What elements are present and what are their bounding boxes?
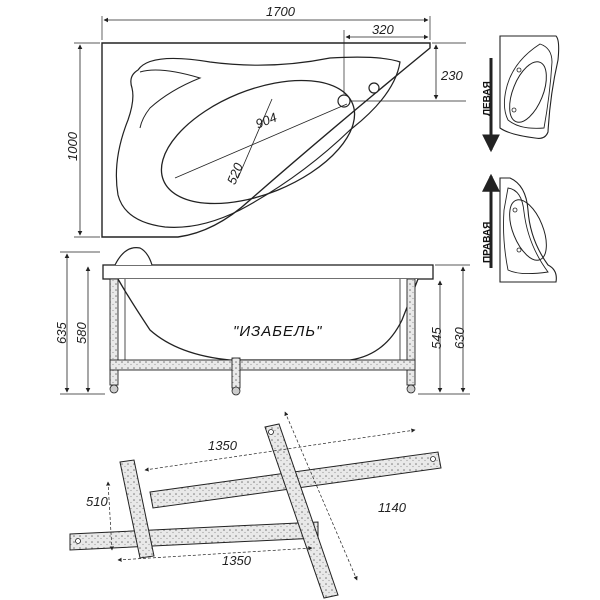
bar-bottom-dim-line xyxy=(117,546,313,562)
height-left-outer-label: 635 xyxy=(54,322,69,344)
bolt-1 xyxy=(430,456,436,462)
side-tub-body xyxy=(117,278,419,361)
right-variant-thumbnail xyxy=(499,177,557,283)
depth-label: 1000 xyxy=(65,131,80,161)
bolt-2 xyxy=(75,538,81,544)
long-bar-label: 1140 xyxy=(378,500,407,515)
variants-panel: ЛЕВАЯ ПРАВАЯ xyxy=(482,35,560,283)
inner-length-label: 904 xyxy=(253,109,279,131)
overflow-circle xyxy=(368,82,380,94)
frame-view: 1350 1350 510 1140 xyxy=(69,411,442,599)
top-view: 904 520 1700 320 230 1000 xyxy=(65,4,466,238)
bar-top-label: 1350 xyxy=(208,438,238,453)
frame-bar xyxy=(109,359,416,371)
foot-right xyxy=(406,384,416,394)
inner-length-line xyxy=(174,103,348,179)
top-view-outline xyxy=(101,42,431,238)
cross-span-dim-line xyxy=(106,481,114,551)
side-rim xyxy=(102,264,434,280)
foot-left xyxy=(109,384,119,394)
top-view-headrest xyxy=(139,69,202,129)
left-variant-thumbnail xyxy=(499,35,560,139)
side-headrest xyxy=(114,247,153,266)
foot-middle xyxy=(231,386,241,396)
leg-middle xyxy=(231,357,241,389)
side-view: "ИЗАБЕЛЬ" 635 580 545 630 xyxy=(54,247,470,396)
drain-x-label: 320 xyxy=(372,22,394,37)
height-right-inner-label: 545 xyxy=(429,327,444,349)
top-view-rim-inner xyxy=(115,56,401,228)
inner-width-line xyxy=(237,98,273,179)
frame-bar-lower xyxy=(69,521,319,551)
bar-top-dim-line xyxy=(144,428,416,472)
bolt-3 xyxy=(268,429,274,435)
inner-width-label: 520 xyxy=(224,160,246,186)
width-label: 1700 xyxy=(266,4,296,19)
model-name: "ИЗАБЕЛЬ" xyxy=(233,323,322,340)
left-variant-label: ЛЕВАЯ xyxy=(482,81,493,116)
drain-y-label: 230 xyxy=(440,68,463,83)
top-view-bowl xyxy=(160,79,356,205)
long-bar-dim-line xyxy=(284,411,358,581)
height-left-inner-label: 580 xyxy=(74,322,89,344)
height-right-outer-label: 630 xyxy=(452,327,467,349)
cross-span-label: 510 xyxy=(86,494,108,509)
bar-bottom-label: 1350 xyxy=(222,553,252,568)
right-variant-label: ПРАВАЯ xyxy=(482,222,493,263)
